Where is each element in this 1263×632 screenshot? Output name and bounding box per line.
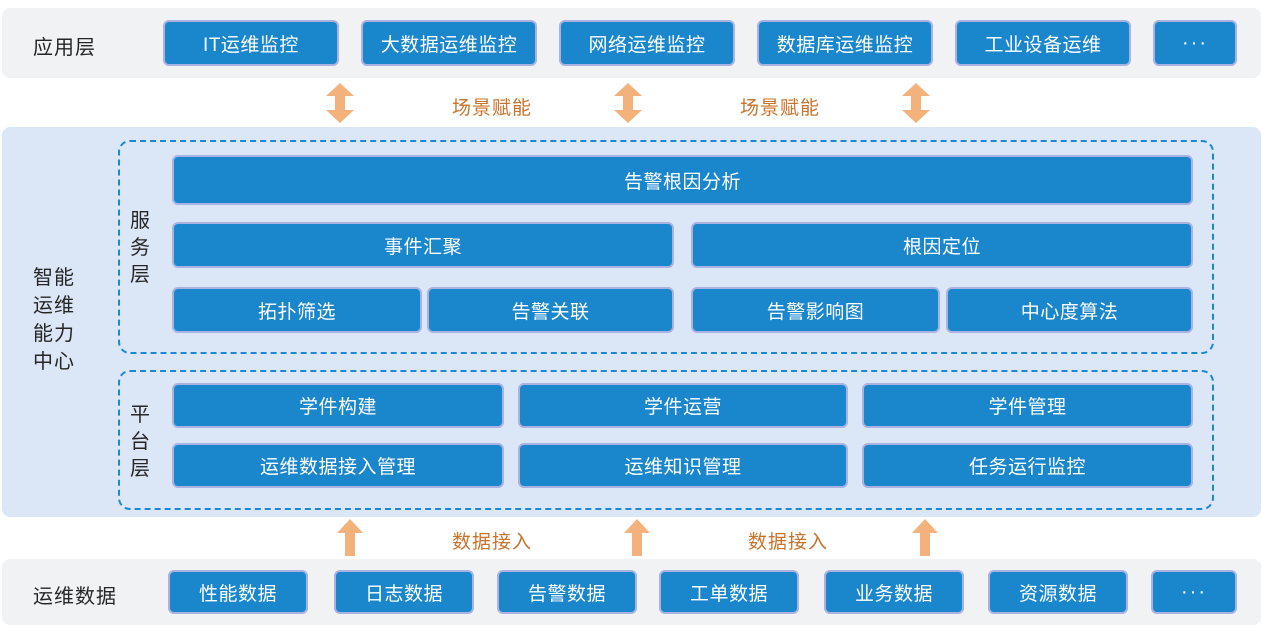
platform-layer-label: 平 台 层 [130, 404, 150, 480]
platform-feature-box: 学件构建 [172, 383, 504, 428]
service-feature-box: 中心度算法 [946, 287, 1193, 333]
double-arrow-icon [614, 83, 642, 123]
platform-feature-box: 运维数据接入管理 [172, 443, 504, 488]
data-source-box: 资源数据 [988, 570, 1128, 614]
platform-feature-box: 学件运营 [518, 383, 848, 428]
platform-feature-box: 任务运行监控 [862, 443, 1193, 488]
scene-empowerment-label: 场景赋能 [740, 98, 821, 119]
capability-center-band: 智能 运维 能力 中心 服 务 层 告警根因分析 事件汇聚 根因定位 拓扑筛选 … [2, 127, 1261, 517]
app-layer-label: 应用层 [33, 37, 96, 59]
capability-center-label: 智能 运维 能力 中心 [33, 267, 75, 373]
data-layer-label: 运维数据 [33, 586, 117, 608]
service-feature-box: 告警关联 [427, 287, 674, 333]
service-feature-box: 告警影响图 [691, 287, 940, 333]
service-feature-box: 告警根因分析 [172, 155, 1193, 205]
app-layer-box: IT运维监控 [163, 20, 339, 66]
platform-feature-box: 学件管理 [862, 383, 1193, 428]
service-layer-label: 服 务 层 [130, 210, 150, 286]
service-feature-box: 拓扑筛选 [172, 287, 422, 333]
up-arrow-icon [624, 519, 650, 556]
data-source-more-box: ··· [1151, 570, 1237, 614]
data-source-box: 告警数据 [497, 570, 637, 614]
app-layer-band: 应用层 IT运维监控 大数据运维监控 网络运维监控 数据库运维监控 工业设备运维… [2, 8, 1261, 78]
data-source-box: 工单数据 [659, 570, 799, 614]
scene-empowerment-label: 场景赋能 [452, 98, 533, 119]
platform-feature-box: 运维知识管理 [518, 443, 848, 488]
data-source-box: 业务数据 [824, 570, 964, 614]
data-access-label: 数据接入 [452, 532, 533, 553]
app-layer-box: 工业设备运维 [955, 20, 1131, 66]
data-source-box: 日志数据 [334, 570, 474, 614]
service-feature-box: 根因定位 [691, 222, 1193, 268]
double-arrow-icon [902, 83, 930, 123]
up-arrow-icon [337, 519, 363, 556]
app-layer-box: 大数据运维监控 [361, 20, 537, 66]
app-layer-box: 网络运维监控 [559, 20, 735, 66]
up-arrow-icon [912, 519, 938, 556]
data-source-box: 性能数据 [168, 570, 308, 614]
app-layer-more-box: ··· [1153, 20, 1237, 66]
service-feature-box: 事件汇聚 [172, 222, 674, 268]
service-layer-group: 服 务 层 告警根因分析 事件汇聚 根因定位 拓扑筛选 告警关联 告警影响图 中… [118, 140, 1214, 354]
double-arrow-icon [326, 83, 354, 123]
data-layer-band: 运维数据 性能数据 日志数据 告警数据 工单数据 业务数据 资源数据 ··· [2, 559, 1261, 625]
app-layer-box: 数据库运维监控 [757, 20, 933, 66]
data-access-label: 数据接入 [748, 532, 829, 553]
platform-layer-group: 平 台 层 学件构建 学件运营 学件管理 运维数据接入管理 运维知识管理 任务运… [118, 370, 1214, 510]
